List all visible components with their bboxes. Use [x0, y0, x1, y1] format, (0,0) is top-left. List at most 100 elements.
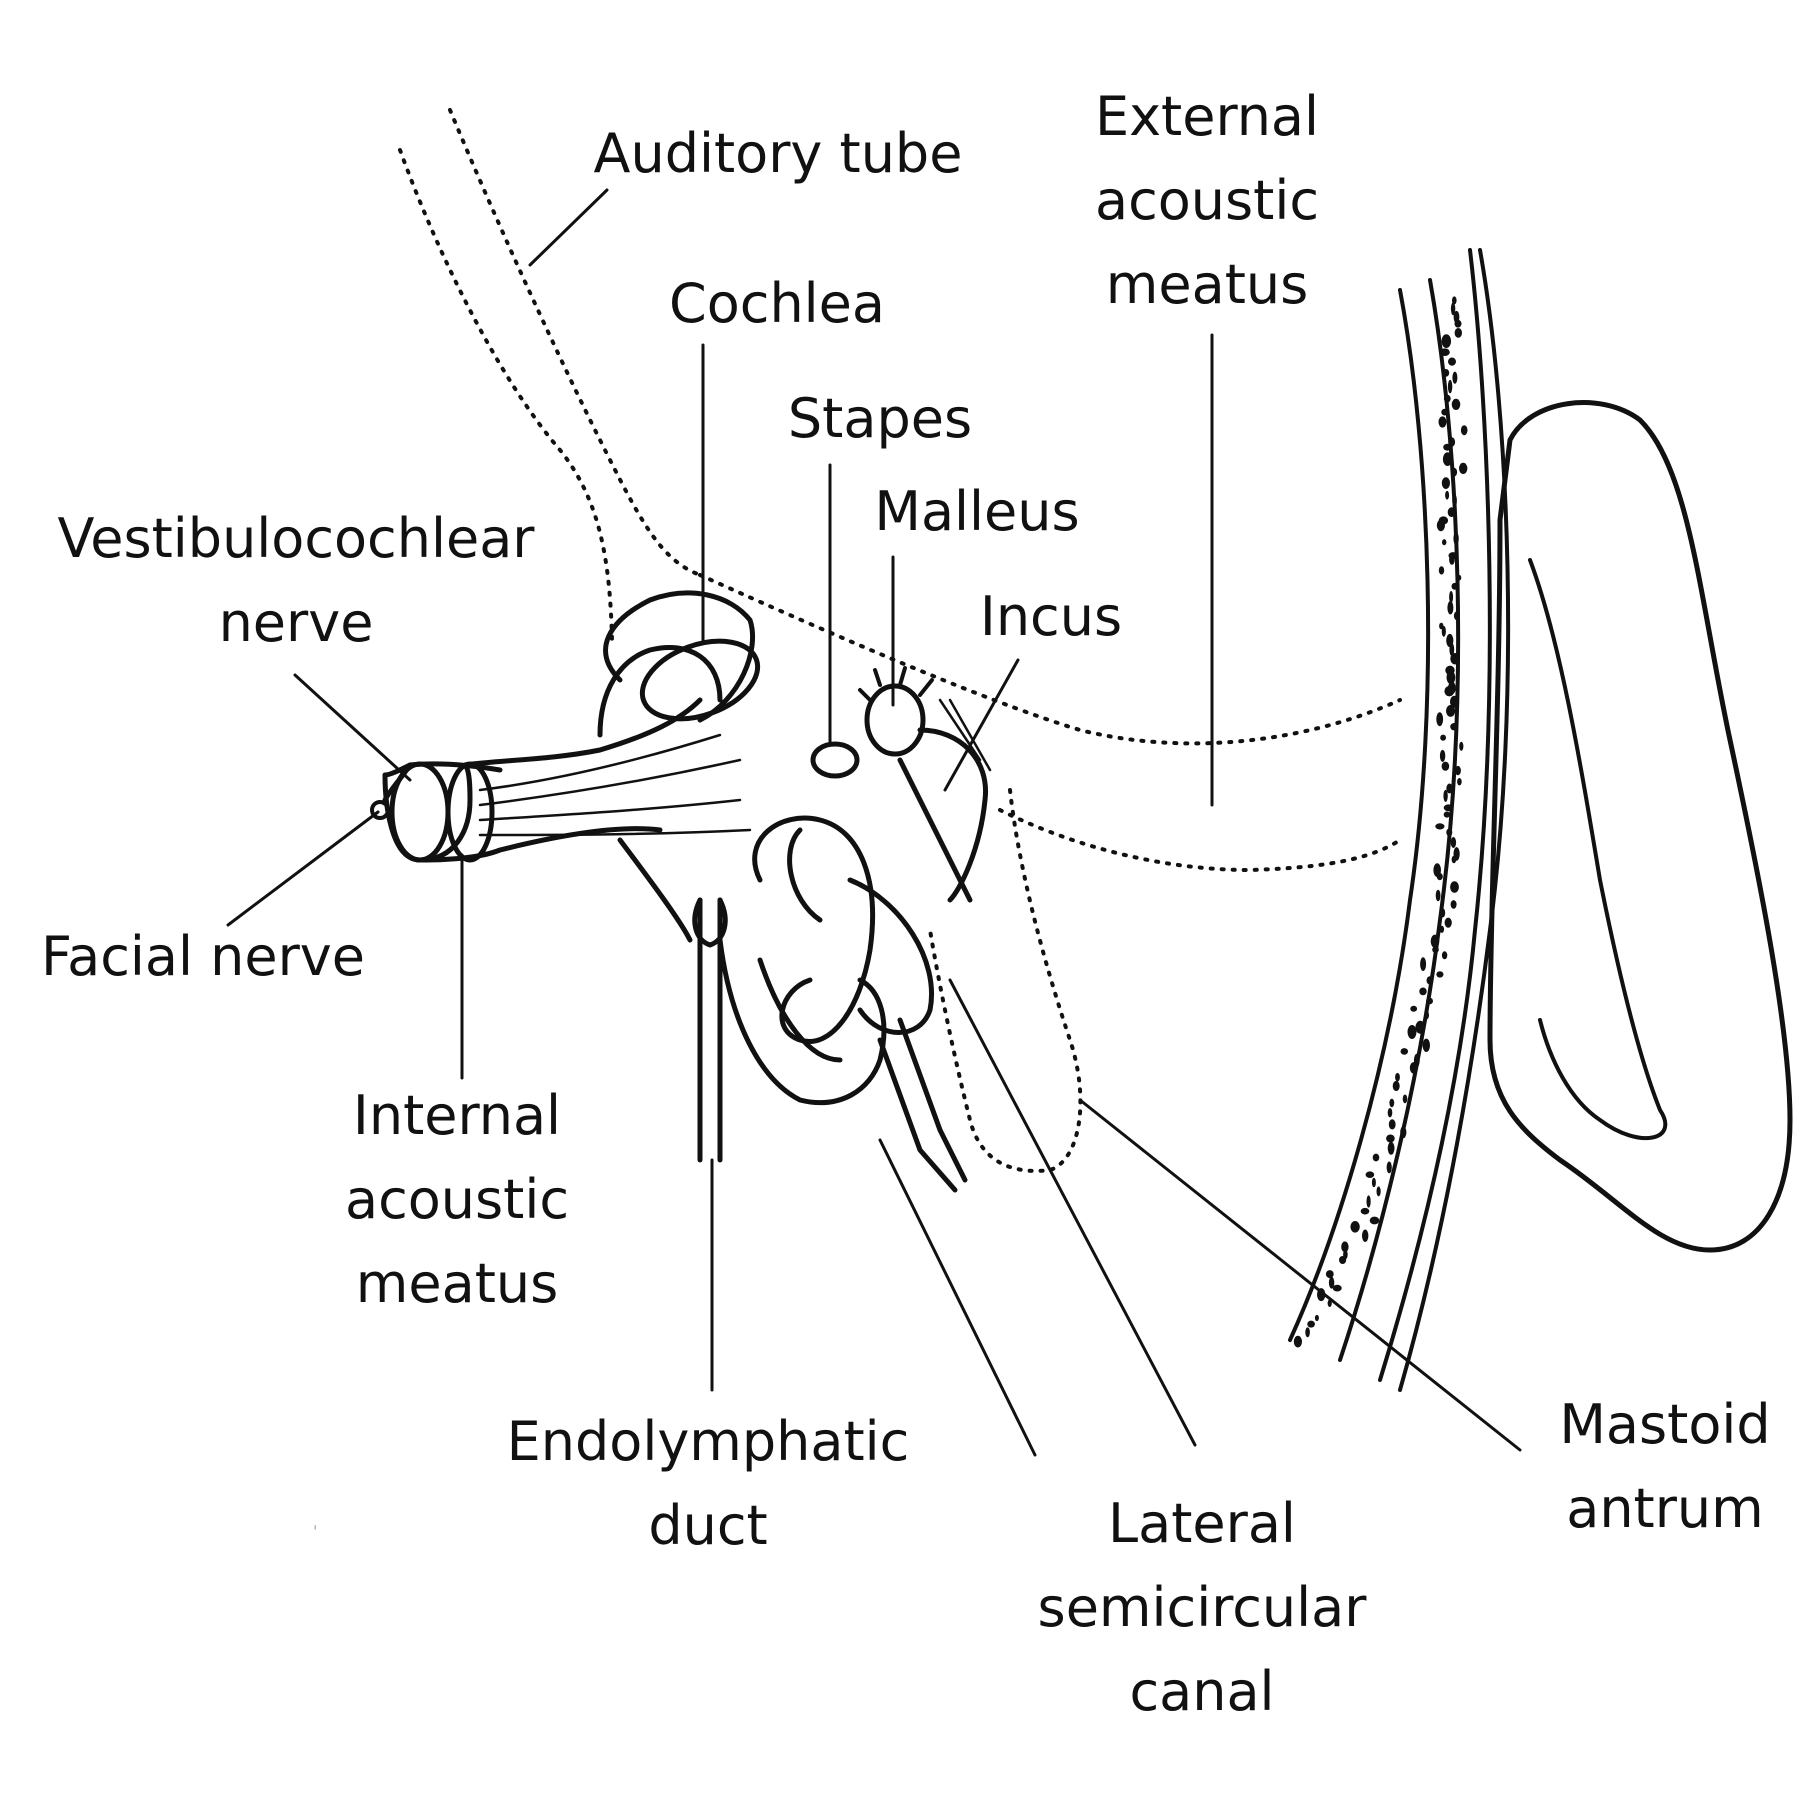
label-incus: Incus [979, 585, 1123, 648]
mastoid-outline [928, 788, 1083, 1173]
semicircular-canals [717, 815, 934, 1106]
bone-speckle [1452, 371, 1458, 384]
bone-speckle [1456, 574, 1462, 581]
bone-speckle [1432, 946, 1439, 953]
bone-speckle [1365, 1171, 1375, 1178]
bone-speckle [1451, 855, 1457, 864]
bone-speckle [1442, 369, 1450, 377]
bone-speckle [1305, 1327, 1310, 1338]
ossicles [810, 666, 992, 903]
cochlea-shape [597, 590, 761, 738]
bone-speckle [1388, 1119, 1396, 1130]
bone-speckle [1460, 425, 1468, 436]
bone-speckle [1436, 519, 1445, 532]
bone-speckle [1442, 539, 1447, 546]
bone-speckle [1400, 1126, 1407, 1139]
bone-speckle [1447, 507, 1456, 518]
bone-speckle [1443, 789, 1448, 802]
bone-speckle [1436, 873, 1443, 881]
label-vestibulocochlear-nerve: Vestibulocochlear nerve [57, 507, 535, 654]
bone-speckle [1415, 1020, 1426, 1034]
bone-speckle [1449, 642, 1455, 657]
bone-speckle [1452, 493, 1457, 508]
bone-speckle [1328, 1276, 1335, 1289]
bone-speckle [1459, 462, 1468, 474]
bone-speckle [1395, 1072, 1400, 1082]
bone-speckle [1372, 1153, 1380, 1162]
canal-tube [877, 1017, 968, 1193]
bone-speckle [1444, 686, 1455, 697]
bone-speckle [1435, 823, 1445, 830]
bone-speckle [1362, 1229, 1369, 1242]
bone-speckle [1426, 997, 1433, 1005]
bone-speckles [1293, 296, 1468, 1348]
bone-speckle [1451, 582, 1458, 590]
bone-speckle [1450, 302, 1456, 316]
label-lateral-semicircular-canal: Lateral semicircular canal [1037, 1492, 1367, 1723]
bone-speckle [1446, 670, 1456, 685]
bone-speckle [1438, 416, 1447, 428]
auditory-tube-outline [398, 108, 702, 642]
bone-speckle [1453, 611, 1460, 621]
bone-speckle [1392, 1080, 1400, 1092]
bone-speckle [1445, 490, 1450, 500]
label-internal-acoustic-meatus: Internal acoustic meatus [344, 1084, 570, 1315]
bone-speckle [1327, 1299, 1332, 1308]
external-meatus-outline [698, 573, 1402, 873]
bone-speckle [1386, 1161, 1392, 1174]
bone-speckle [1450, 881, 1459, 893]
bone-speckle [1441, 951, 1448, 960]
bone-speckle [1450, 900, 1457, 909]
bone-speckle [1387, 1108, 1393, 1118]
bone-speckle [1443, 804, 1454, 812]
bone-speckle [1441, 408, 1449, 416]
bone-speckle [1387, 1141, 1395, 1155]
label-external-acoustic-meatus: External acoustic meatus [1094, 85, 1320, 316]
bone-speckle [1341, 1241, 1349, 1253]
bone-speckle [1407, 1025, 1417, 1039]
bone-speckle [1454, 328, 1463, 338]
bone-speckle [1360, 1207, 1370, 1215]
bone-speckle [1440, 348, 1450, 357]
bone-speckle [1446, 705, 1456, 717]
bone-speckle [1426, 976, 1434, 985]
svg-text:ˌ: ˌ [313, 1512, 317, 1531]
bone-speckle [1436, 971, 1444, 978]
bone-speckle [1450, 723, 1459, 731]
bone-speckle [1457, 778, 1462, 786]
bone-speckle [1435, 889, 1441, 902]
bone-speckle [1430, 934, 1440, 948]
bone-speckle [1443, 443, 1452, 451]
bone-speckle [1376, 1186, 1381, 1197]
bone-speckle [1440, 734, 1446, 741]
bone-speckle [1454, 319, 1462, 328]
bone-speckle [1400, 1048, 1409, 1055]
bone-speckle [1350, 1221, 1360, 1233]
bone-speckle [1436, 712, 1444, 727]
bone-speckle [1371, 1177, 1376, 1188]
bone-speckle [1389, 1098, 1395, 1108]
bone-speckle [1441, 477, 1450, 489]
bone-speckle [1419, 987, 1427, 996]
label-stapes: Stapes [787, 387, 973, 450]
label-malleus: Malleus [874, 480, 1080, 543]
bone-speckle [1402, 1094, 1408, 1104]
bone-speckle [1422, 1038, 1431, 1053]
bone-speckle [1441, 334, 1452, 348]
bone-speckle [1444, 917, 1452, 928]
bone-speckle [1332, 1284, 1342, 1292]
bone-speckle [1450, 837, 1457, 848]
bone-speckle [1439, 925, 1445, 933]
bone-speckle [1369, 1216, 1380, 1225]
label-facial-nerve: Facial nerve [41, 925, 365, 988]
label-cochlea: Cochlea [669, 272, 885, 335]
bone-speckle [1454, 765, 1461, 776]
bone-speckle [1450, 695, 1459, 708]
bone-speckle [1449, 591, 1454, 603]
temporal-bone-wall [1288, 248, 1511, 1392]
bone-speckle [1446, 783, 1453, 794]
bone-speckle [1440, 908, 1446, 918]
bone-speckle [1325, 1270, 1334, 1279]
bone-speckle [1459, 741, 1464, 751]
